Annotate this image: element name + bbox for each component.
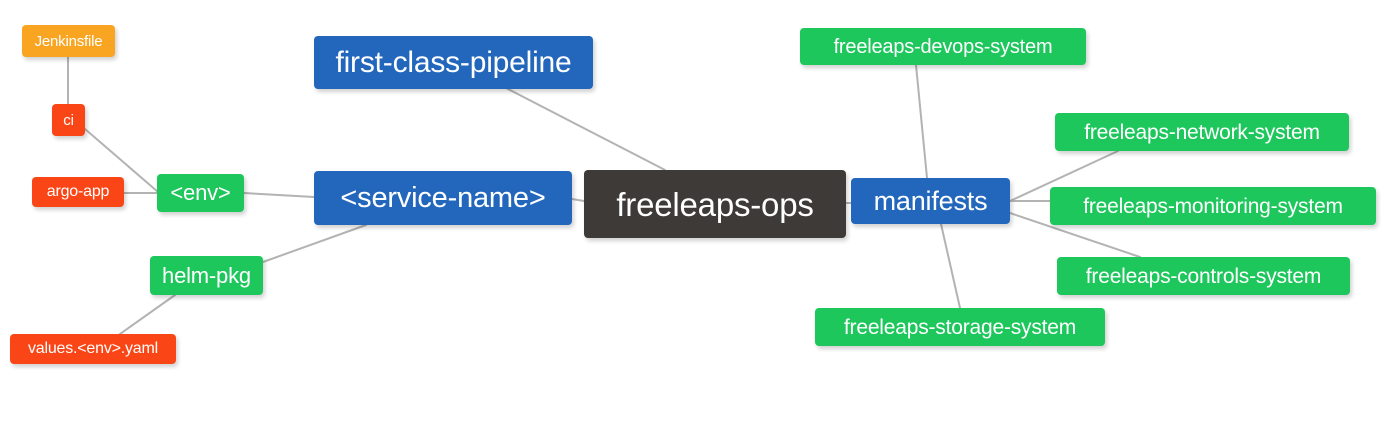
node-label-freeleaps-devops-system: freeleaps-devops-system [833,35,1053,58]
node-label-freeleaps-storage-system: freeleaps-storage-system [843,315,1077,339]
node-freeleaps-network-system[interactable]: freeleaps-network-system [1055,113,1349,151]
node-argo-app[interactable]: argo-app [32,177,124,207]
node-freeleaps-storage-system[interactable]: freeleaps-storage-system [815,308,1105,346]
node-label-ci: ci [63,111,74,129]
node-label-helm-pkg: helm-pkg [162,262,251,288]
node-label-freeleaps-network-system: freeleaps-network-system [1084,120,1320,144]
node-label-argo-app: argo-app [46,183,110,200]
edge-first-class-pipeline-to-freeleaps-ops [505,87,666,171]
node-freeleaps-controls-system[interactable]: freeleaps-controls-system [1057,257,1350,295]
node-label-values-env-yaml: values.<env>.yaml [27,340,158,357]
node-first-class-pipeline[interactable]: first-class-pipeline [314,36,593,89]
node-label-freeleaps-monitoring-system: freeleaps-monitoring-system [1083,194,1343,218]
node-helm-pkg[interactable]: helm-pkg [150,256,263,295]
edge-manifests-to-freeleaps-storage-system [940,223,961,309]
node-label-first-class-pipeline: first-class-pipeline [335,45,572,79]
node-label-jenkinsfile: Jenkinsfile [34,32,103,50]
node-freeleaps-ops[interactable]: freeleaps-ops [584,170,846,238]
node-env[interactable]: <env> [157,174,244,212]
edge-service-name-to-freeleaps-ops [571,198,585,202]
node-ci[interactable]: ci [52,104,85,136]
node-values-env-yaml[interactable]: values.<env>.yaml [10,334,176,364]
node-freeleaps-monitoring-system[interactable]: freeleaps-monitoring-system [1050,187,1376,225]
node-label-freeleaps-controls-system: freeleaps-controls-system [1085,264,1322,288]
node-jenkinsfile[interactable]: Jenkinsfile [22,25,115,57]
edge-env-to-service-name [243,192,315,198]
edge-helm-pkg-to-service-name [262,224,367,263]
node-label-freeleaps-ops: freeleaps-ops [616,185,814,223]
edge-manifests-to-freeleaps-devops-system [915,64,928,179]
node-label-service-name: <service-name> [340,181,546,214]
node-manifests[interactable]: manifests [851,178,1010,224]
node-label-env: <env> [170,180,231,205]
edge-values-env-yaml-to-helm-pkg [119,294,176,335]
node-label-manifests: manifests [873,185,988,216]
node-freeleaps-devops-system[interactable]: freeleaps-devops-system [800,28,1086,65]
node-service-name[interactable]: <service-name> [314,171,572,225]
